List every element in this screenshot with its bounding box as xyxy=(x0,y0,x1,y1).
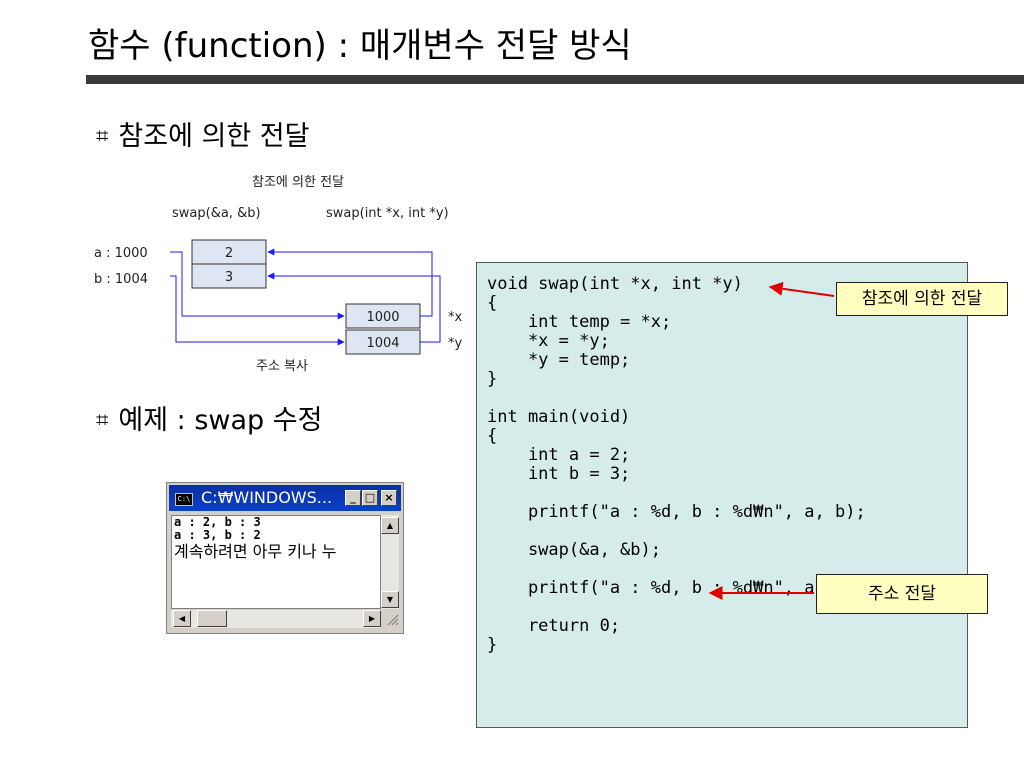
vertical-scrollbar[interactable]: ▲ ▼ xyxy=(381,515,399,609)
console-app-icon[interactable]: C:\ xyxy=(175,493,193,506)
copy-caption: 주소 복사 xyxy=(256,359,308,374)
scroll-right-icon[interactable]: ▶ xyxy=(363,610,381,627)
bullet-reference: ⌗ 참조에 의한 전달 xyxy=(96,114,309,153)
scroll-up-icon[interactable]: ▲ xyxy=(381,517,399,534)
cell-a xyxy=(191,239,267,265)
ptr-x-label: *x xyxy=(448,310,463,325)
bullet-reference-text: 참조에 의한 전달 xyxy=(118,121,310,152)
cell-a-value: 2 xyxy=(225,246,233,261)
console-line-2: a : 3, b : 2 xyxy=(174,528,261,542)
param-label: swap(int *x, int *y) xyxy=(326,206,449,221)
horizontal-scrollbar[interactable]: ◀ ▶ xyxy=(171,610,381,628)
maximize-button[interactable]: □ xyxy=(362,490,378,506)
console-line-1: a : 2, b : 3 xyxy=(174,515,261,529)
cell-b-value: 3 xyxy=(225,270,233,285)
bullet-icon: ⌗ xyxy=(96,124,109,149)
console-titlebar[interactable]: C:\ C:₩WINDOWS... _ □ × xyxy=(169,485,401,511)
code-text: void swap(int *x, int *y) { int temp = *… xyxy=(487,274,866,655)
slide-title: 함수 (function) : 매개변수 전달 방식 xyxy=(88,26,632,66)
arrow-y-to-b xyxy=(267,272,441,343)
minimize-button[interactable]: _ xyxy=(345,490,361,506)
diagram-title: 참조에 의한 전달 xyxy=(252,175,344,190)
var-a-label: a : 1000 xyxy=(94,246,148,261)
console-line-3: 계속하려면 아무 키나 누 xyxy=(174,542,337,561)
bullet-example-text: 예제 : swap 수정 xyxy=(118,405,323,436)
arrow-b-to-y xyxy=(170,275,345,346)
callout-reference: 참조에 의한 전달 xyxy=(836,282,1008,316)
console-window: C:\ C:₩WINDOWS... _ □ × a : 2, b : 3 a :… xyxy=(166,482,404,634)
call-label: swap(&a, &b) xyxy=(172,206,261,221)
reference-diagram: 참조에 의한 전달 swap(&a, &b) swap(int *x, int … xyxy=(94,175,463,374)
scroll-down-icon[interactable]: ▼ xyxy=(381,591,399,608)
resize-grip-icon[interactable] xyxy=(385,612,399,626)
bullet-icon: ⌗ xyxy=(96,408,109,433)
close-button[interactable]: × xyxy=(381,490,397,506)
ptr-x-cell xyxy=(345,303,421,329)
var-b-label: b : 1004 xyxy=(94,272,148,287)
console-title: C:₩WINDOWS... xyxy=(201,488,333,507)
arrow-a-to-x xyxy=(170,251,345,320)
callout-address: 주소 전달 xyxy=(816,574,988,614)
arrow-x-to-a xyxy=(267,248,433,317)
bullet-example: ⌗ 예제 : swap 수정 xyxy=(96,398,322,437)
console-output[interactable]: a : 2, b : 3 a : 3, b : 2 계속하려면 아무 키나 누 xyxy=(171,515,381,609)
ptr-x-value: 1000 xyxy=(366,310,399,325)
scroll-left-icon[interactable]: ◀ xyxy=(173,610,191,627)
cell-b xyxy=(191,263,267,289)
code-listing: void swap(int *x, int *y) { int temp = *… xyxy=(476,262,968,728)
title-underline xyxy=(86,75,1024,84)
scroll-thumb[interactable] xyxy=(197,610,227,627)
ptr-y-value: 1004 xyxy=(366,336,399,351)
ptr-y-label: *y xyxy=(448,336,463,351)
